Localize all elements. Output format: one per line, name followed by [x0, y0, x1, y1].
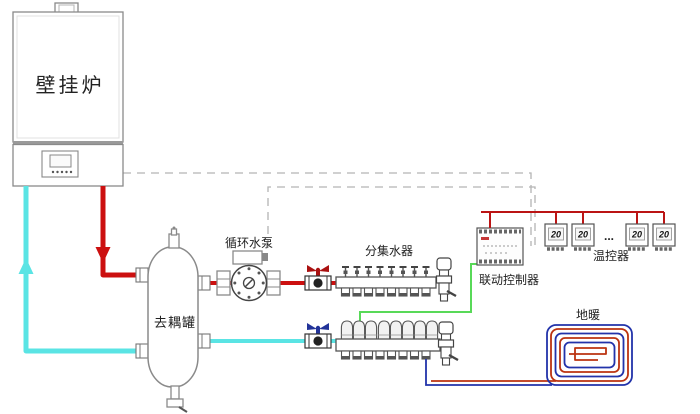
boiler-button [51, 170, 55, 174]
return-manifold-bar [335, 338, 441, 352]
pump-label: 循环水泵 [225, 236, 273, 250]
floor-heating-label: 地暖 [576, 308, 600, 322]
manifold-label: 分集水器 [365, 243, 413, 258]
thermostat-2: 20 [570, 222, 596, 251]
thermostat-display: 20 [550, 230, 561, 240]
thermostat-display: 20 [658, 230, 669, 240]
boiler-button [69, 170, 73, 174]
wall-hung-boiler: 壁挂炉 [12, 2, 124, 187]
tank-outlet-hot [197, 275, 211, 291]
boiler-divider [13, 141, 123, 145]
controller-label: 联动控制器 [479, 273, 539, 287]
boiler-control-panel [41, 150, 79, 178]
supply-manifold-bar [335, 276, 437, 289]
boiler-button [60, 170, 64, 174]
drain-valve-icon [166, 385, 188, 413]
pump-controller-signal-line [267, 186, 536, 248]
loop-return-pipe [425, 359, 552, 386]
return-manifold [304, 320, 460, 367]
pump-connector [262, 253, 268, 261]
supply-manifold: 分集水器 [304, 243, 458, 303]
air-vent-icon [168, 226, 180, 249]
tank-inlet-return [197, 333, 211, 349]
pump-terminal-box [232, 250, 263, 265]
boiler-display [49, 154, 72, 168]
floor-heating-coil: 地暖 [546, 308, 633, 386]
thermostat-bus [481, 211, 665, 228]
linkage-controller: 联动控制器 [476, 227, 539, 287]
pump-bolts [233, 267, 265, 299]
boiler-body [12, 11, 124, 143]
boiler-return-pipe [18, 186, 136, 354]
flow-arrow-down-icon [95, 247, 111, 263]
floor-loop-pipes [425, 359, 556, 386]
thermostat-ellipsis: ... [604, 229, 614, 243]
boiler-controller-signal-line [123, 172, 532, 246]
circulation-pump: 循环水泵 [216, 236, 281, 302]
boiler-supply-pipe [95, 186, 136, 278]
supply-ball-valve [304, 264, 332, 291]
boiler-button [56, 170, 59, 174]
thermostat-display: 20 [631, 230, 642, 240]
thermostat-label: 温控器 [593, 249, 629, 263]
return-ball-valve [304, 322, 332, 349]
thermostat-1: 20 [543, 222, 569, 251]
thermostat-3: 20 [624, 222, 650, 251]
tank-inlet-hot [135, 267, 149, 283]
pump-left-flange [216, 270, 231, 296]
control-dashed-lines [123, 172, 536, 248]
pump-right-flange [266, 270, 281, 296]
actuator-signal-wire [359, 263, 477, 321]
boiler-button [65, 170, 68, 174]
decoupling-tank: 去耦罐 [135, 226, 211, 413]
flow-arrow-up-icon [18, 258, 34, 274]
supply-end-vent [435, 256, 458, 303]
thermostat-display: 20 [577, 230, 588, 240]
boiler-label: 壁挂炉 [36, 74, 105, 97]
tank-outlet-return [135, 343, 149, 359]
tank-label: 去耦罐 [154, 315, 196, 330]
return-end-valve [437, 320, 460, 367]
controller-logo [481, 237, 489, 240]
thermostat-4: 20 [651, 222, 677, 251]
